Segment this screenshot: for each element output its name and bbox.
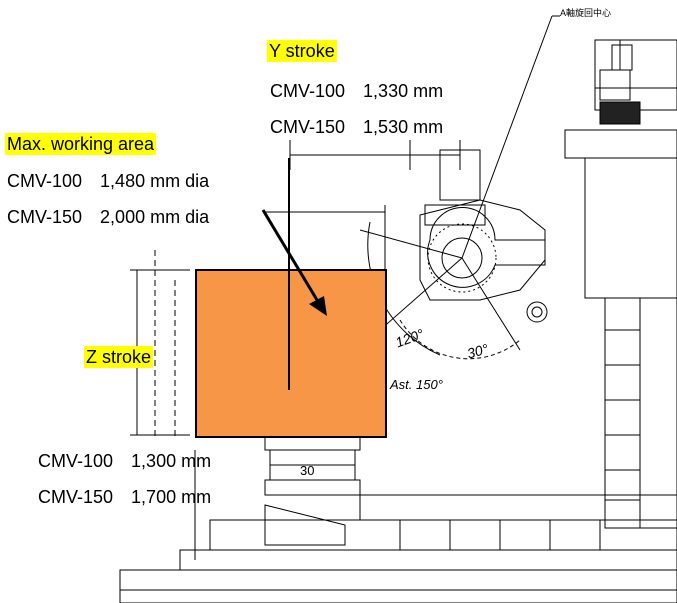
working-area-square xyxy=(195,269,387,438)
y-stroke-row-1: CMV-100 1,330 mm xyxy=(270,80,443,102)
angle-150-label: Ast. 150° xyxy=(390,377,443,392)
area-value: 2,000 mm dia xyxy=(100,207,210,227)
model-name: CMV-100 xyxy=(270,81,346,101)
stroke-value: 1,330 mm xyxy=(363,81,444,101)
area-value: 1,480 mm dia xyxy=(100,171,210,191)
z-stroke-row-2: CMV-150 1,700 mm xyxy=(38,486,211,508)
working-area-row-2: CMV-150 2,000 mm dia xyxy=(7,206,209,228)
a-axis-center-label: A軸旋回中心 xyxy=(560,8,612,18)
z-stroke-row-1: CMV-100 1,300 mm xyxy=(38,450,211,472)
working-area-label: Max. working area xyxy=(5,133,157,155)
stroke-value: 1,300 mm xyxy=(131,451,212,471)
model-name: CMV-150 xyxy=(270,117,346,137)
model-name: CMV-100 xyxy=(7,171,83,191)
model-name: CMV-150 xyxy=(38,487,114,507)
y-stroke-row-2: CMV-150 1,530 mm xyxy=(270,116,443,138)
model-name: CMV-100 xyxy=(38,451,114,471)
dimension-30-label: 30 xyxy=(300,463,315,478)
model-name: CMV-150 xyxy=(7,207,83,227)
stroke-value: 1,530 mm xyxy=(363,117,444,137)
y-stroke-label: Y stroke xyxy=(267,40,337,62)
stroke-value: 1,700 mm xyxy=(131,487,212,507)
working-area-row-1: CMV-100 1,480 mm dia xyxy=(7,170,209,192)
z-stroke-label: Z stroke xyxy=(84,346,154,368)
